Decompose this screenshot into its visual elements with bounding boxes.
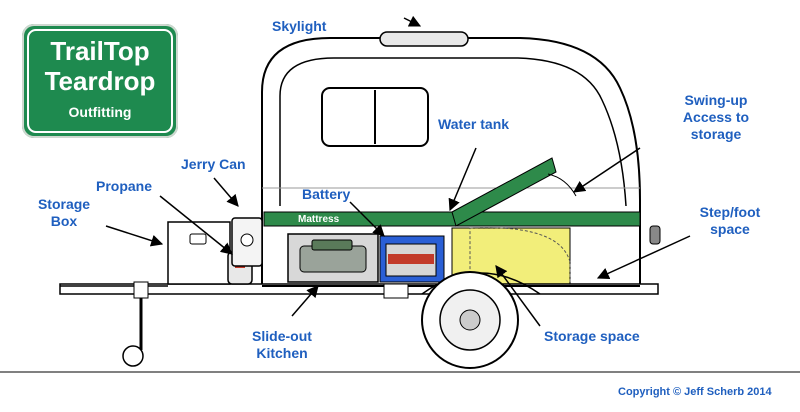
trailer-shell-inner <box>279 57 627 207</box>
swing-up-arrow <box>573 147 641 193</box>
propane-arrow <box>159 195 233 255</box>
sign-line-2: Teardrop <box>44 66 156 96</box>
slide-out-label: Slide-out Kitchen <box>252 328 312 361</box>
swing-up-lid <box>451 157 557 227</box>
water-tank <box>469 227 571 285</box>
sign-line-1: TrailTop <box>50 36 150 66</box>
step-foot-label: Step/foot space <box>699 204 761 237</box>
swing-up-label: Swing-up Access to storage <box>682 92 750 142</box>
storage-box <box>167 221 231 285</box>
sign-line-3: Outfitting <box>68 104 132 120</box>
sign-border <box>27 29 173 133</box>
tail-light <box>649 225 661 245</box>
mattress-label: Mattress <box>298 214 340 225</box>
copyright-text: Copyright © Jeff Scherb 2014 <box>618 386 772 398</box>
trailtop-sign: TrailTop Teardrop Outfitting <box>22 24 178 138</box>
step-foot-arrow <box>596 235 691 279</box>
jack-wheel <box>122 345 144 367</box>
battery-arrow <box>349 201 385 237</box>
slide-out-arrow <box>291 285 319 317</box>
storage-space-arrow <box>495 265 541 327</box>
propane-label-text: Propane <box>96 178 153 194</box>
water-tank-arrow <box>448 147 477 212</box>
jerry-can-arrow <box>213 177 239 207</box>
storage-box-arrow <box>105 225 164 247</box>
battery-label-text: Battery <box>302 186 351 202</box>
jerry-can-cap <box>240 233 254 247</box>
chassis-frame <box>59 283 659 295</box>
step-box <box>383 283 409 299</box>
water-tank-label: Water tank <box>438 116 510 132</box>
storage-box-latch <box>189 233 207 245</box>
storage-box-label: Storage Box <box>37 196 91 229</box>
battery-label <box>388 254 434 264</box>
skylight <box>379 31 469 47</box>
jerry-can-label: Jerry Can <box>181 156 246 172</box>
trailer-shell <box>261 37 641 286</box>
storage-space-label: Storage space <box>544 328 640 344</box>
swing-arc <box>547 173 577 197</box>
skylight-label: Skylight <box>272 18 327 34</box>
wheel-hub <box>459 309 481 331</box>
kitchen-stove-top <box>311 239 353 251</box>
skylight-arrow <box>403 15 422 27</box>
jack-clamp <box>133 281 149 299</box>
